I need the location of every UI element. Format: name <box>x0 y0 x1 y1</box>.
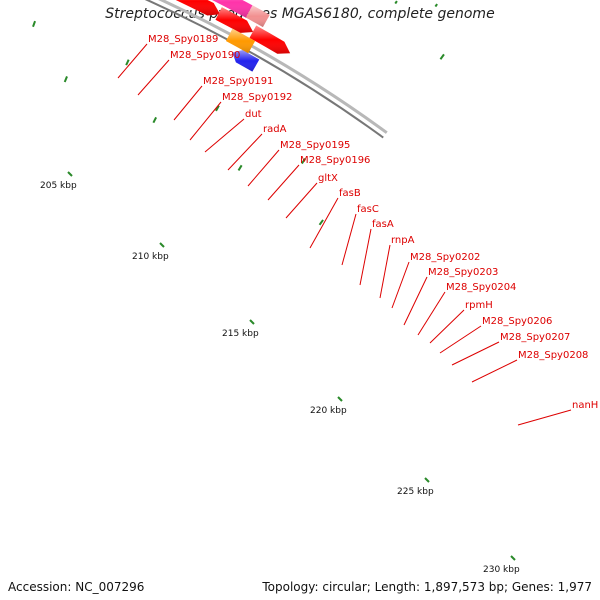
kbp-tick <box>510 555 516 561</box>
gene-leader-line <box>227 133 263 171</box>
gene-label: M28_Spy0196 <box>300 155 370 166</box>
feature-layer <box>175 0 291 72</box>
gene-leader-line <box>451 341 500 366</box>
tick-mark <box>125 59 130 66</box>
gene-leader-line <box>417 291 446 336</box>
gene-leader-line <box>341 213 357 266</box>
tick-mark <box>434 3 438 8</box>
gene-leader-line <box>391 261 410 309</box>
gene-feature-shade <box>225 28 256 54</box>
gene-label: M28_Spy0204 <box>446 282 516 293</box>
gene-label: M28_Spy0207 <box>500 332 570 343</box>
gene-label: rpmH <box>465 300 493 311</box>
gene-feature-shade <box>215 7 254 33</box>
gene-feature-shade <box>212 0 253 18</box>
kbp-tick-label: 210 kbp <box>132 252 169 262</box>
tick-mark <box>394 0 398 5</box>
gene-label: fasB <box>339 188 361 199</box>
gene-leader-line <box>471 359 518 383</box>
gene-label: M28_Spy0202 <box>410 252 480 263</box>
gene-leader-line <box>517 409 572 426</box>
gene-label: M28_Spy0203 <box>428 267 498 278</box>
gene-leader-line <box>247 149 280 187</box>
tick-mark <box>63 76 68 83</box>
kbp-tick <box>249 319 255 325</box>
tick-mark <box>32 20 36 28</box>
gene-leader-line <box>403 276 428 326</box>
gene-label: M28_Spy0189 <box>148 34 218 45</box>
tick-layer <box>32 0 516 561</box>
tick-mark <box>152 116 158 124</box>
gene-label: nanH <box>572 400 598 411</box>
gene-label: gltX <box>318 173 338 184</box>
tick-mark <box>301 158 307 165</box>
kbp-tick <box>337 396 343 402</box>
gene-leader-line <box>285 182 318 219</box>
gene-feature-shade <box>232 50 260 72</box>
accession-text: Accession: NC_007296 <box>8 580 145 594</box>
gene-feature-shade <box>245 5 270 28</box>
gene-leader-line <box>309 197 339 249</box>
gene-label: dut <box>245 109 262 120</box>
tick-mark <box>237 164 243 171</box>
gene-label: rnpA <box>391 235 415 246</box>
gene-label: fasA <box>372 219 394 230</box>
gene-leader-line <box>429 309 465 344</box>
gene-feature-shade <box>175 0 221 16</box>
gene-label: M28_Spy0191 <box>203 76 273 87</box>
gene-leader-line <box>439 325 482 354</box>
tick-mark <box>318 219 324 226</box>
kbp-tick-label: 225 kbp <box>397 487 434 497</box>
gene-feature-shade <box>249 25 291 54</box>
gene-label: radA <box>263 124 287 135</box>
kbp-tick <box>67 171 73 177</box>
gene-label-layer: 205 kbp 210 kbp 215 kbp 220 kbp 225 kbp 230 k… <box>40 34 598 575</box>
gene-label: M28_Spy0206 <box>482 316 552 327</box>
gene-label: fasC <box>357 204 379 215</box>
gene-label: M28_Spy0190 <box>170 50 240 61</box>
gene-leader-line <box>359 228 372 286</box>
kbp-tick-label: 215 kbp <box>222 329 259 339</box>
kbp-tick <box>424 477 430 483</box>
kbp-tick-label: 220 kbp <box>310 406 347 416</box>
tick-mark <box>439 53 445 60</box>
gene-leader-line <box>204 118 245 153</box>
gene-leader-line <box>173 85 203 121</box>
gene-leader-line <box>189 101 222 141</box>
backbone-arc <box>144 0 384 139</box>
gene-label: M28_Spy0192 <box>222 92 292 103</box>
gene-leader-line <box>137 59 170 96</box>
gene-leader-line <box>379 244 391 299</box>
backbone-arc <box>158 0 388 134</box>
gene-leader-line <box>117 43 148 79</box>
backbone <box>144 0 388 139</box>
gene-label: M28_Spy0208 <box>518 350 588 361</box>
genome-summary: Topology: circular; Length: 1,897,573 bp… <box>262 580 592 594</box>
kbp-tick-label: 205 kbp <box>40 181 77 191</box>
kbp-tick-label: 230 kbp <box>483 565 520 575</box>
gene-leader-line <box>267 164 300 201</box>
tick-mark <box>215 105 220 112</box>
gene-label: M28_Spy0195 <box>280 140 350 151</box>
kbp-tick <box>159 242 165 248</box>
